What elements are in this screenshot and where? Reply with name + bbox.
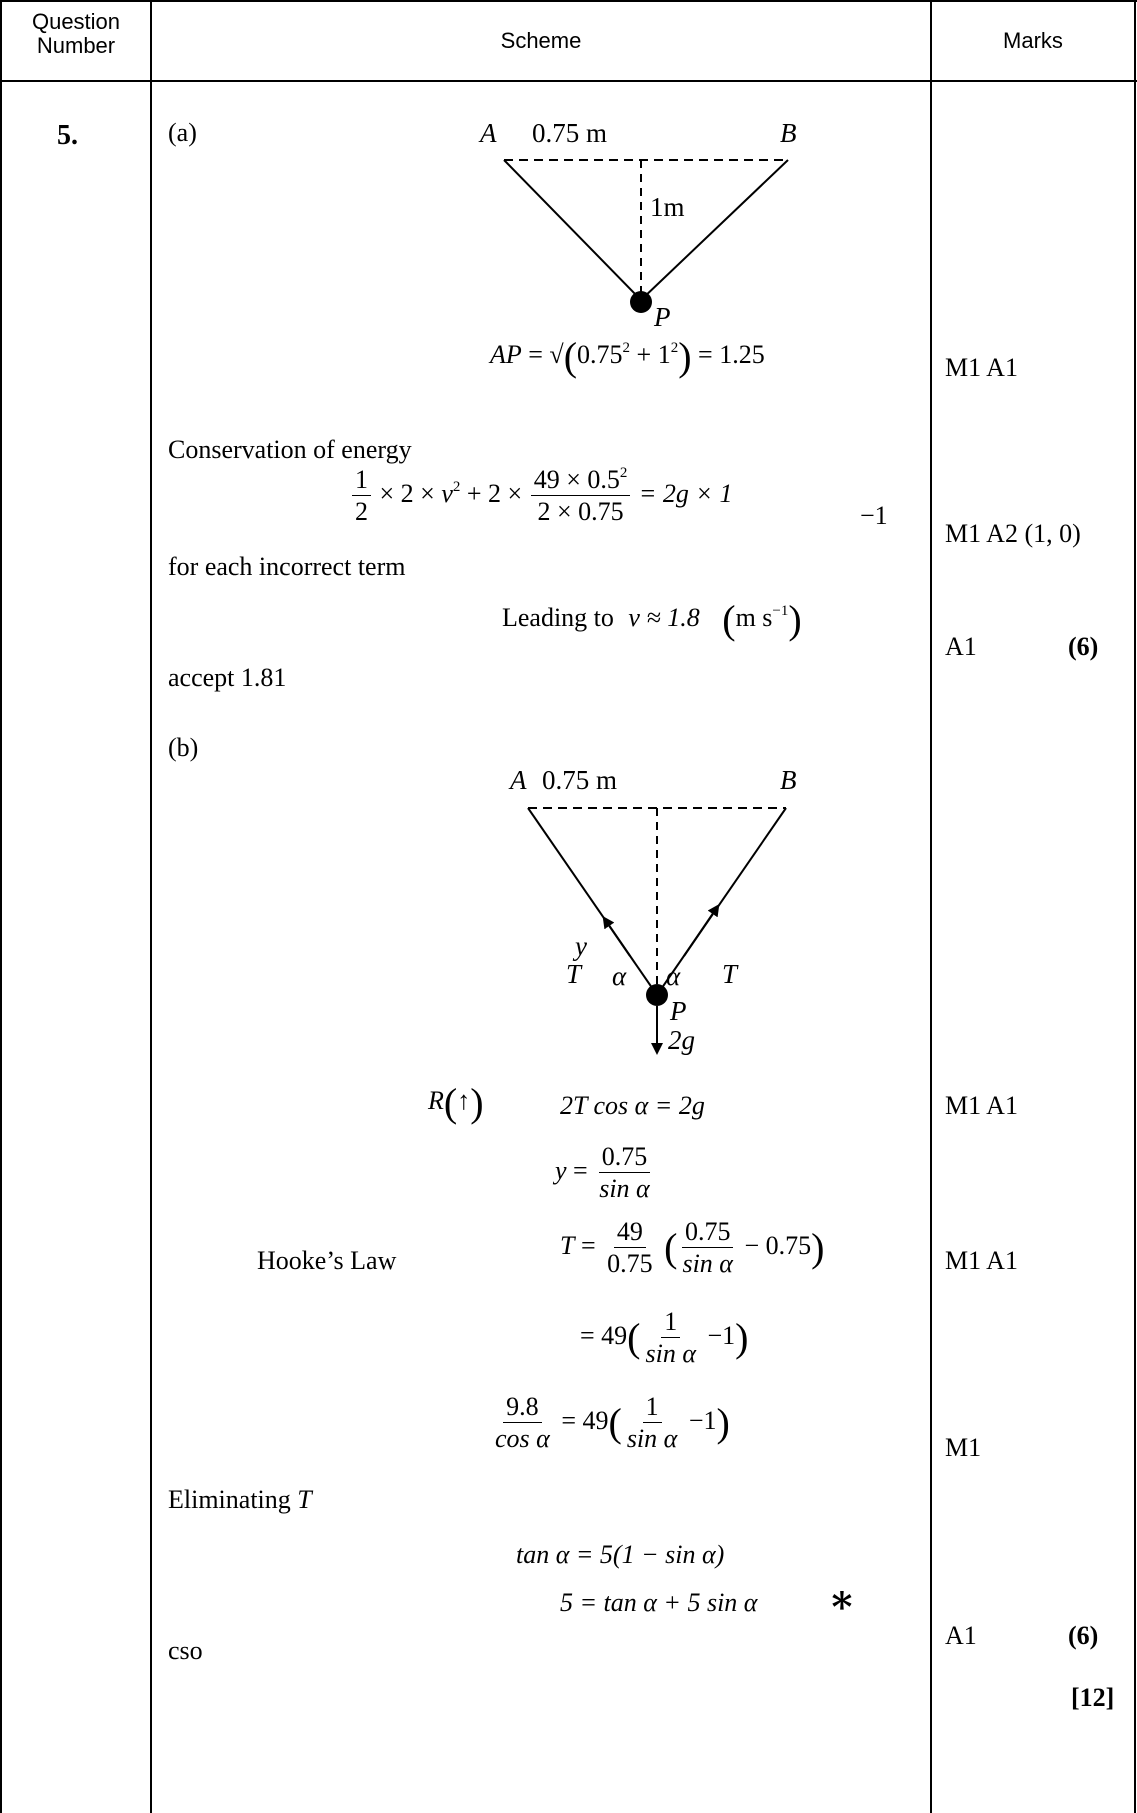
part-a-total: (6)	[1068, 632, 1099, 661]
diagram-b-width-label: 0.75 m	[542, 765, 617, 795]
diagram-a-label-p: P	[653, 302, 671, 332]
header-marks: Marks	[1003, 28, 1063, 53]
diagram-b-tension-left-arrow	[602, 916, 631, 957]
final-marks: A1	[945, 1621, 977, 1650]
part-a-label: (a)	[168, 118, 197, 147]
leading-label: Leading to	[502, 602, 614, 632]
diagram-b-label-t-right: T	[722, 959, 739, 989]
diagram-b-tension-right-arrow	[683, 904, 720, 957]
ap-result: = 1.25	[698, 339, 765, 369]
diagram-a: A 0.75 m B 1m P	[478, 118, 797, 332]
energy-marks: M1 A2 (1, 0)	[945, 519, 1081, 548]
ap-marks: M1 A1	[945, 353, 1018, 382]
diagram-a-string-ap	[503, 159, 642, 301]
leading-to-line: Leading to v ≈ 1.8 (m s−1)	[502, 597, 802, 642]
diagram-a-width-label: 0.75 m	[532, 118, 607, 148]
resolve-equation: 2T cos α = 2g	[560, 1091, 705, 1120]
diagram-a-label-b: B	[780, 118, 797, 148]
diagram-b-alpha-left: α	[612, 961, 627, 991]
question-number: 5.	[57, 120, 78, 151]
diagram-b-label-p: P	[669, 996, 687, 1026]
diagram-a-particle	[630, 291, 652, 313]
diagram-b: A 0.75 m B y T α α T P 2g	[508, 765, 797, 1055]
hooke-marks: M1 A1	[945, 1246, 1018, 1275]
star-symbol: ∗	[828, 1577, 856, 1622]
final-equation: 5 = tan α + 5 sin α	[560, 1588, 758, 1617]
diagram-b-label-y: y	[572, 931, 587, 961]
v-result: v ≈ 1.8	[628, 602, 700, 632]
incorrect-term-note: for each incorrect term	[168, 552, 406, 581]
energy-minus-one: −1	[860, 501, 888, 530]
energy-rhs: = 2g × 1	[638, 478, 733, 508]
part-b-total: (6)	[1068, 1621, 1099, 1650]
eliminating-label: Eliminating T	[168, 1485, 312, 1514]
diagram-b-label-a: A	[508, 765, 527, 795]
diagram-b-particle	[646, 984, 668, 1006]
diagram-b-string-bp	[656, 807, 787, 996]
diagram-b-label-b: B	[780, 765, 797, 795]
diagram-b-label-t-left: T	[566, 959, 583, 989]
ap-equation: AP = √(0.752 + 12) = 1.25	[490, 334, 765, 379]
diagram-b-string-ap	[527, 807, 658, 996]
ap-symbol: AP	[490, 339, 522, 369]
diagram-a-depth-label: 1m	[650, 192, 685, 222]
diagram-b-alpha-right: α	[666, 961, 681, 991]
resolve-label: R(↑)	[428, 1080, 484, 1125]
v-units: m s	[735, 602, 773, 632]
cso-note: cso	[168, 1636, 203, 1665]
tan-equation: tan α = 5(1 − sin α)	[516, 1540, 725, 1569]
diagram-a-string-bp	[640, 159, 789, 301]
header-question-number: Question Number	[31, 9, 121, 59]
hookes-law-label: Hooke’s Law	[257, 1246, 397, 1275]
header-scheme: Scheme	[500, 28, 582, 53]
diagram-b-weight-label: 2g	[668, 1025, 695, 1055]
resolve-marks: M1 A1	[945, 1091, 1018, 1120]
grand-total: [12]	[1071, 1683, 1115, 1712]
eliminate-marks: M1	[945, 1433, 982, 1462]
accept-note: accept 1.81	[168, 663, 287, 692]
conservation-label: Conservation of energy	[168, 435, 412, 464]
v-marks: A1	[945, 632, 977, 661]
diagram-a-label-a: A	[478, 118, 497, 148]
part-b-label: (b)	[168, 733, 199, 762]
